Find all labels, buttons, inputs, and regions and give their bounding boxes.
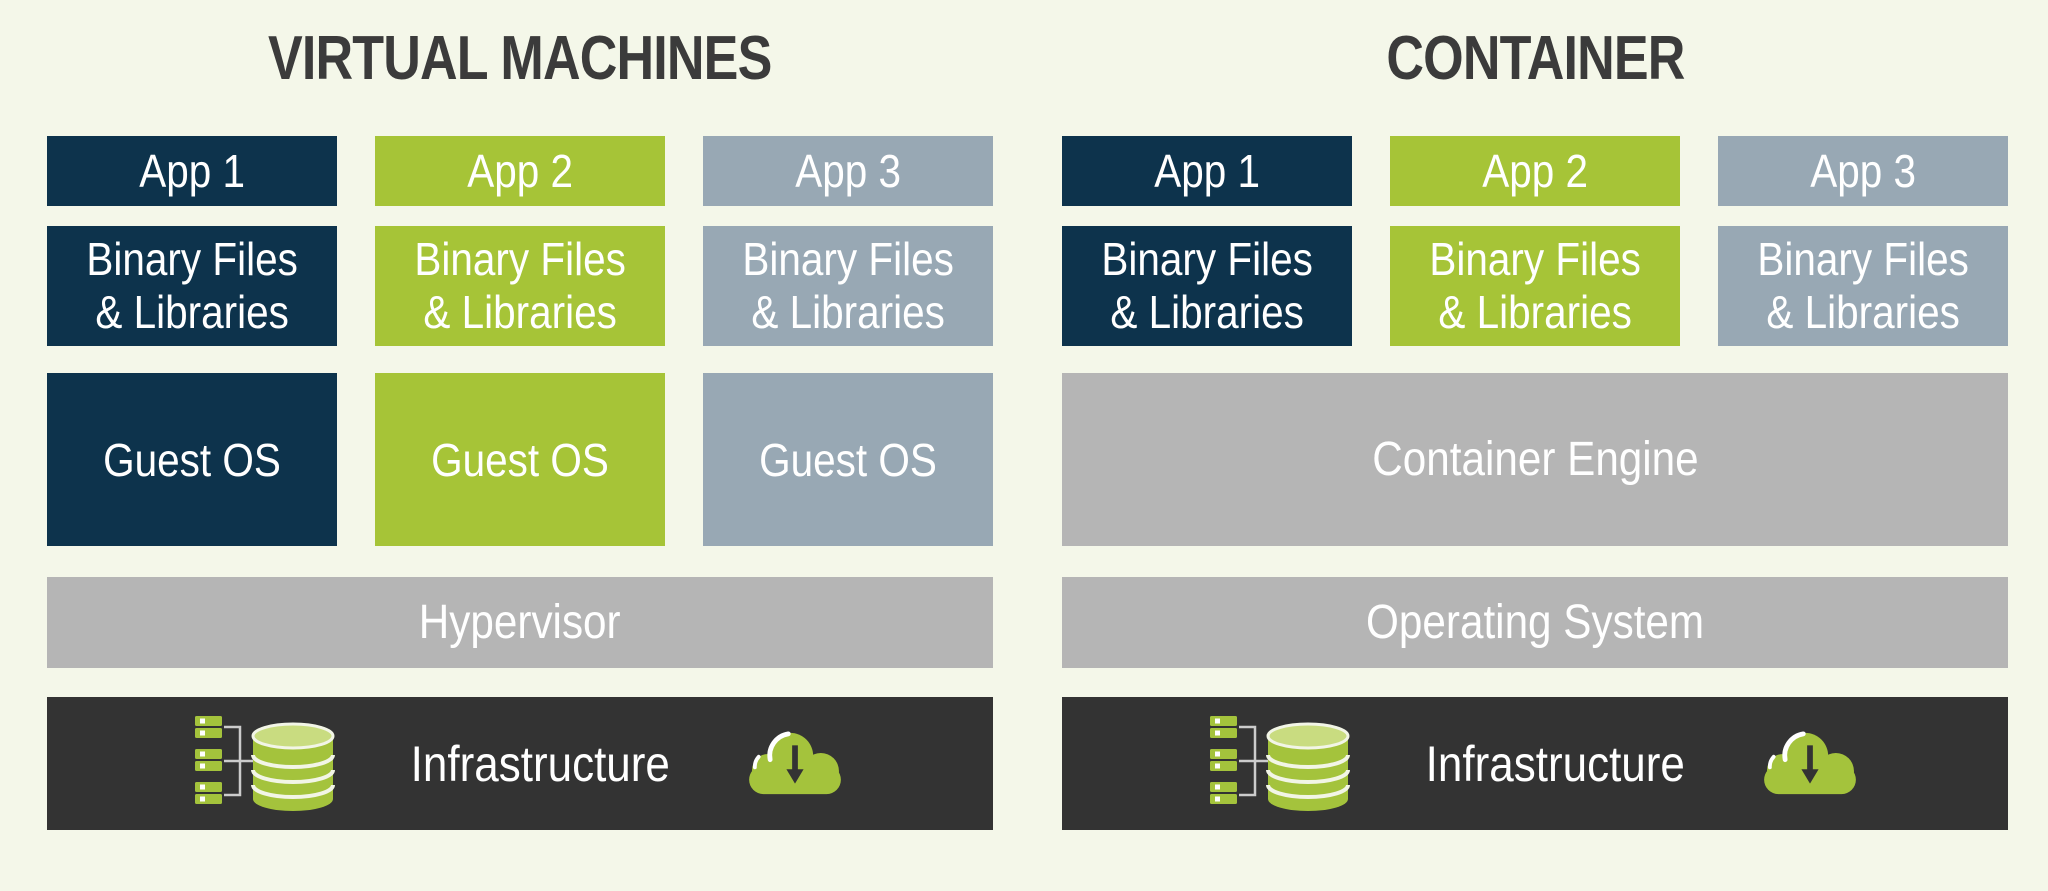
vm-app-3-box: App 3 bbox=[703, 136, 993, 206]
vm-binaries-1-box: Binary Files & Libraries bbox=[47, 226, 337, 346]
vm-binaries-3-box: Binary Files & Libraries bbox=[703, 226, 993, 346]
container-binaries-1-label: Binary Files & Libraries bbox=[1101, 233, 1312, 339]
virtual-machines-title: VIRTUAL MACHINES bbox=[47, 23, 993, 93]
vm-app-1-label: App 1 bbox=[139, 145, 245, 197]
hypervisor-label: Hypervisor bbox=[419, 596, 621, 649]
vm-app-1-box: App 1 bbox=[47, 136, 337, 206]
vm-guest-os-1-box: Guest OS bbox=[47, 373, 337, 546]
infrastructure-label: Infrastructure bbox=[1425, 735, 1685, 792]
container-binaries-3-label: Binary Files & Libraries bbox=[1757, 233, 1968, 339]
container-app-2-box: App 2 bbox=[1390, 136, 1680, 206]
vm-binaries-2-label: Binary Files & Libraries bbox=[414, 233, 625, 339]
infrastructure-label: Infrastructure bbox=[410, 735, 670, 792]
servers-database-icon bbox=[194, 715, 335, 811]
vm-guest-os-row: Guest OS Guest OS Guest OS bbox=[47, 373, 993, 546]
vm-guest-os-3-box: Guest OS bbox=[703, 373, 993, 546]
binaries-line1: Binary Files bbox=[414, 233, 626, 285]
binaries-line1: Binary Files bbox=[86, 233, 298, 285]
vm-app-3-label: App 3 bbox=[795, 145, 901, 197]
operating-system-bar: Operating System bbox=[1062, 577, 2008, 668]
cloud-download-icon bbox=[749, 731, 842, 795]
binaries-line1: Binary Files bbox=[1429, 233, 1641, 285]
container-engine-label: Container Engine bbox=[1371, 433, 1699, 486]
vm-binaries-row: Binary Files & Libraries Binary Files & … bbox=[47, 226, 993, 346]
container-binaries-1-box: Binary Files & Libraries bbox=[1062, 226, 1352, 346]
virtual-machines-panel: VIRTUAL MACHINES App 1 App 2 App 3 Binar… bbox=[47, 0, 993, 891]
container-infrastructure-bar: Infrastructure bbox=[1062, 697, 2008, 830]
container-app-1-box: App 1 bbox=[1062, 136, 1352, 206]
vm-guest-os-3-label: Guest OS bbox=[759, 433, 937, 486]
virtual-machines-title-text: VIRTUAL MACHINES bbox=[268, 23, 772, 93]
binaries-line2: & Libraries bbox=[1438, 286, 1632, 338]
vm-app-2-label: App 2 bbox=[467, 145, 573, 197]
container-title: CONTAINER bbox=[1062, 23, 2008, 93]
binaries-line1: Binary Files bbox=[742, 233, 954, 285]
container-engine-bar: Container Engine bbox=[1062, 373, 2008, 546]
vm-guest-os-2-box: Guest OS bbox=[375, 373, 665, 546]
binaries-line2: & Libraries bbox=[1110, 286, 1304, 338]
vm-binaries-3-label: Binary Files & Libraries bbox=[742, 233, 953, 339]
container-binaries-3-box: Binary Files & Libraries bbox=[1718, 226, 2008, 346]
vm-guest-os-1-label: Guest OS bbox=[103, 433, 281, 486]
container-app-1-label: App 1 bbox=[1154, 145, 1260, 197]
operating-system-label: Operating System bbox=[1365, 596, 1705, 649]
binaries-line1: Binary Files bbox=[1101, 233, 1313, 285]
container-app-3-box: App 3 bbox=[1718, 136, 2008, 206]
container-app-2-label: App 2 bbox=[1482, 145, 1588, 197]
vm-binaries-2-box: Binary Files & Libraries bbox=[375, 226, 665, 346]
servers-database-icon bbox=[1209, 715, 1350, 811]
vm-guest-os-2-label: Guest OS bbox=[431, 433, 609, 486]
cloud-download-icon bbox=[1764, 731, 1857, 795]
container-binaries-2-box: Binary Files & Libraries bbox=[1390, 226, 1680, 346]
container-title-text: CONTAINER bbox=[1385, 23, 1685, 93]
binaries-line1: Binary Files bbox=[1757, 233, 1969, 285]
binaries-line2: & Libraries bbox=[95, 286, 289, 338]
container-app-row: App 1 App 2 App 3 bbox=[1062, 136, 2008, 206]
hypervisor-bar: Hypervisor bbox=[47, 577, 993, 668]
binaries-line2: & Libraries bbox=[423, 286, 617, 338]
container-binaries-2-label: Binary Files & Libraries bbox=[1429, 233, 1640, 339]
binaries-line2: & Libraries bbox=[1766, 286, 1960, 338]
binaries-line2: & Libraries bbox=[751, 286, 945, 338]
vm-app-2-box: App 2 bbox=[375, 136, 665, 206]
container-binaries-row: Binary Files & Libraries Binary Files & … bbox=[1062, 226, 2008, 346]
container-app-3-label: App 3 bbox=[1810, 145, 1916, 197]
vm-app-row: App 1 App 2 App 3 bbox=[47, 136, 993, 206]
vm-binaries-1-label: Binary Files & Libraries bbox=[86, 233, 297, 339]
container-panel: CONTAINER App 1 App 2 App 3 Binary Files… bbox=[1062, 0, 2008, 891]
vm-infrastructure-bar: Infrastructure bbox=[47, 697, 993, 830]
